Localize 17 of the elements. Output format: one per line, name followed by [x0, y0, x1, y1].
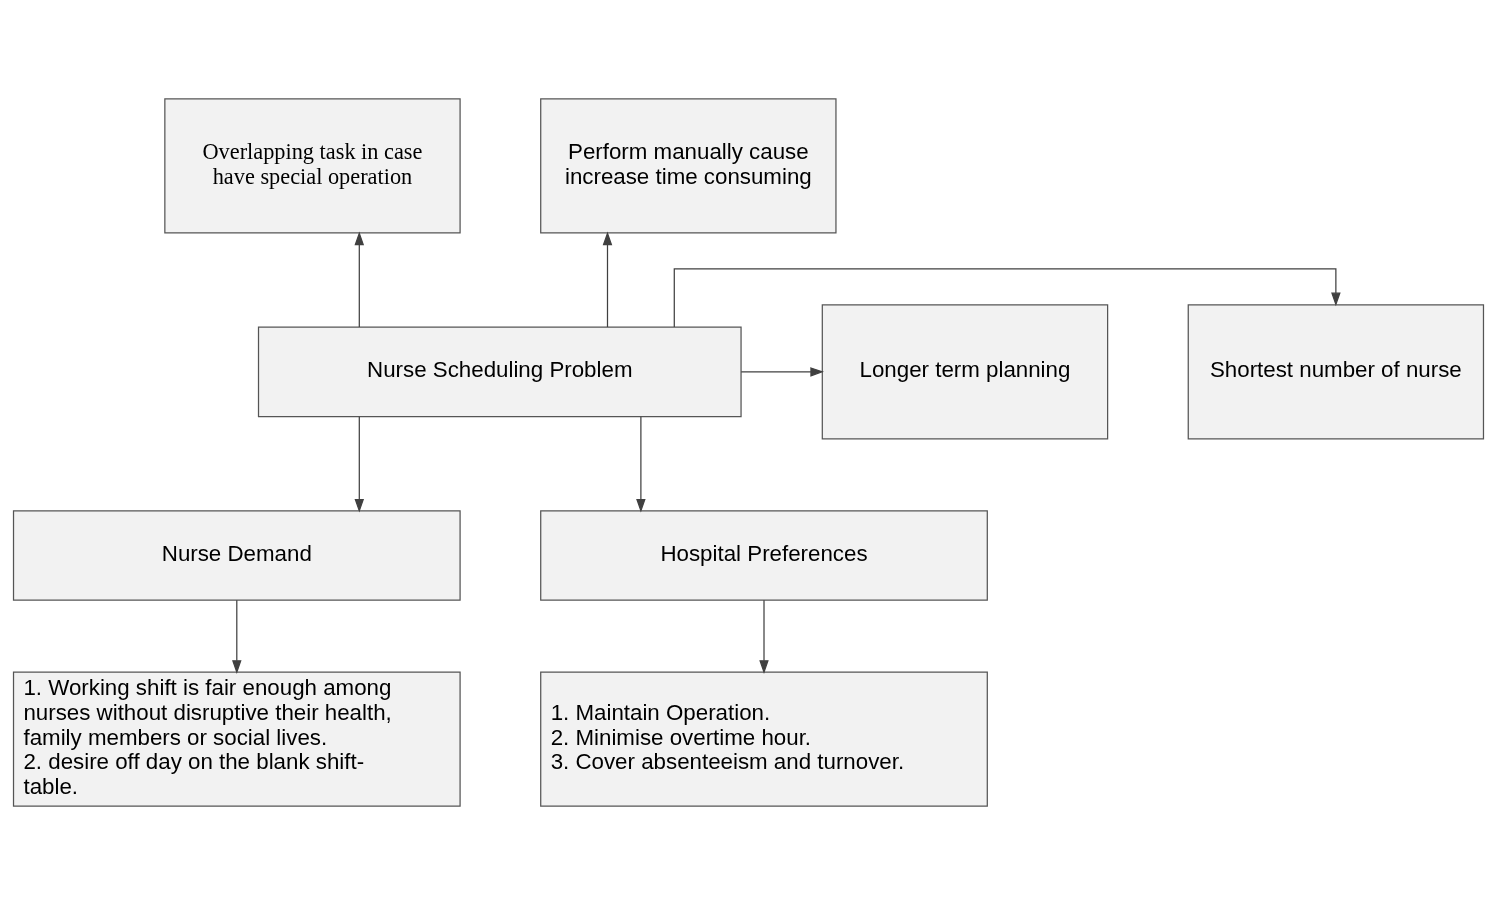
arrow — [759, 599, 769, 674]
arrow — [232, 599, 242, 674]
arrow — [673, 268, 1341, 328]
arrow — [354, 231, 365, 328]
arrow — [636, 416, 646, 513]
node-box: 1. Maintain Operation. 2. Minimise overtime hour. 3. Cover absenteeism and turnover. — [540, 671, 988, 807]
node-box: Hospital Preferences — [540, 510, 988, 601]
node-box: Shortest number of nurse — [1187, 304, 1485, 440]
node-box: Nurse Demand — [12, 510, 461, 601]
node-box: Longer term planning — [821, 304, 1109, 440]
arrow — [354, 416, 365, 513]
node-box: Overlapping task in case have special operation — [164, 98, 461, 234]
node-box: Perform manually cause increase time consuming — [540, 98, 837, 234]
arrow — [740, 367, 824, 377]
node-box: Nurse Scheduling Problem — [257, 326, 742, 418]
arrow — [602, 231, 613, 328]
node-box: 1. Working shift is fair enough among nurses without disruptive their health, family members or social lives. 2. desire off day on the blank shift-table. — [12, 671, 461, 807]
